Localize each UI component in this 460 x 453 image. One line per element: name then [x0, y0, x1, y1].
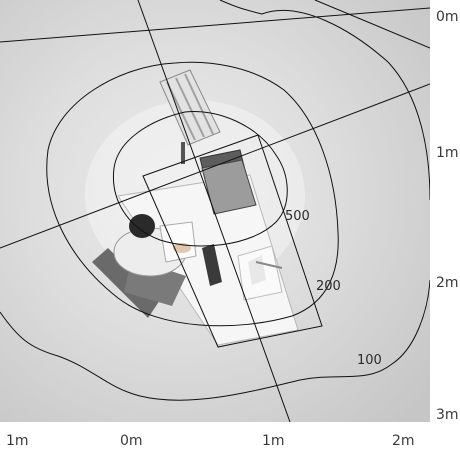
person: [113, 214, 197, 277]
y-axis-label: 3m: [436, 407, 459, 423]
y-axis-label: 0m: [436, 9, 459, 25]
desk-outline: [142, 134, 323, 348]
light-fixture: [159, 69, 221, 164]
x-axis-label: 0m: [120, 433, 143, 449]
y-axis-label: 1m: [436, 145, 459, 161]
phone: [202, 244, 222, 286]
x-axis-label: 2m: [392, 433, 415, 449]
grid-line-4: [314, 0, 430, 49]
contour-500: [112, 110, 288, 247]
contour-lines: [0, 0, 430, 401]
grid-line-3: [0, 7, 430, 43]
contour-label-500: 500: [285, 209, 310, 224]
x-axis-label: 1m: [6, 433, 29, 449]
grid-line-2: [0, 83, 430, 249]
grid-line-1: [137, 0, 291, 422]
grid-lines: [0, 0, 430, 422]
contour-label-100: 100: [357, 353, 382, 368]
contour-100: [0, 0, 430, 401]
contour-200: [46, 61, 339, 327]
y-axis-label: 2m: [436, 275, 459, 291]
x-axis-label: 1m: [262, 433, 285, 449]
papers: [237, 245, 283, 301]
contour-label-200: 200: [316, 279, 341, 294]
